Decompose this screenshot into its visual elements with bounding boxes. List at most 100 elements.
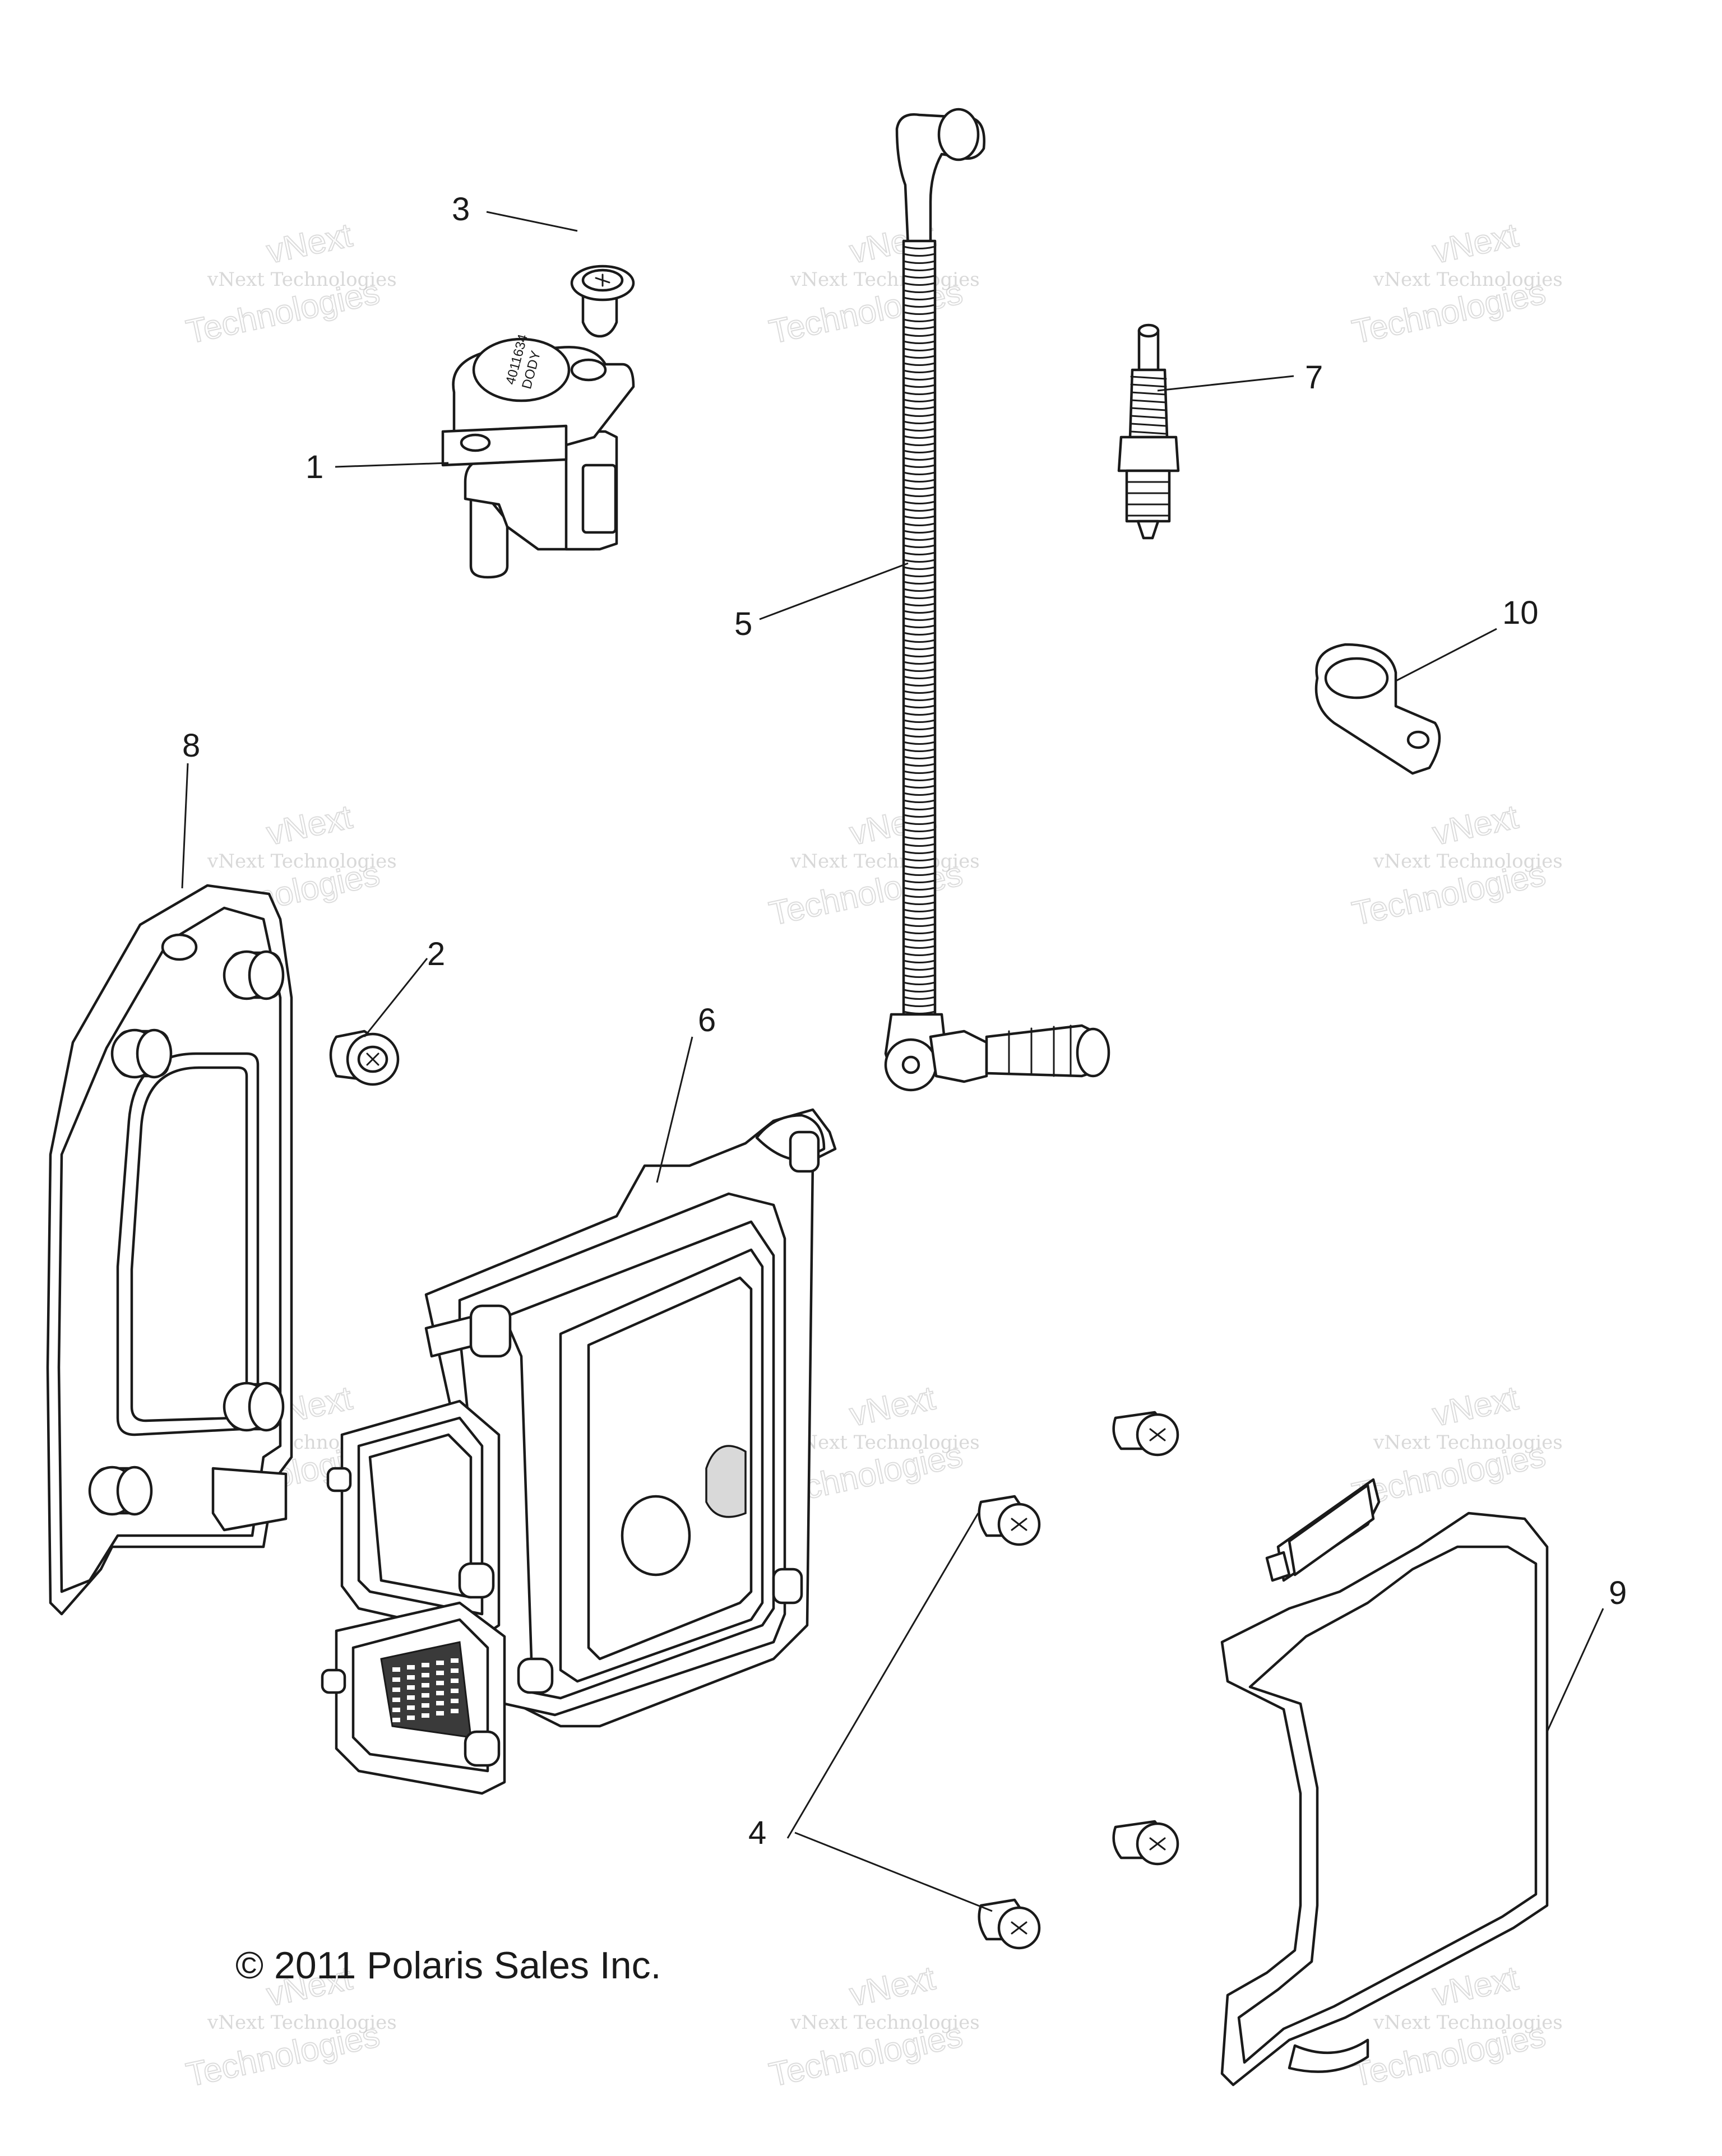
connector-pins <box>392 1658 459 1722</box>
wire-rib <box>902 857 936 861</box>
wire-rib <box>902 420 936 424</box>
connector-pin <box>436 1711 444 1715</box>
wire-rib <box>902 428 936 432</box>
connector-pin <box>436 1691 444 1695</box>
connector-pin <box>392 1687 400 1692</box>
connector-pin <box>422 1713 429 1718</box>
callout-7: 7 <box>1305 359 1323 396</box>
wire-rib <box>902 814 936 818</box>
wire-rib <box>902 398 936 402</box>
svg-text:vNext Technologies: vNext Technologies <box>1373 2011 1563 2034</box>
connector-pin <box>451 1709 459 1713</box>
wire-rib <box>902 479 936 483</box>
wire-rib <box>902 377 936 381</box>
watermark: vNext vNext Technologies Technologies <box>1348 797 1563 933</box>
wire-rib <box>902 559 936 563</box>
wire-rib <box>902 471 936 475</box>
wire-rib <box>902 1003 936 1007</box>
connector-pin <box>407 1665 415 1670</box>
plug-thread <box>1130 391 1167 396</box>
wire-rib <box>902 486 936 490</box>
wire-rib <box>902 712 936 716</box>
callout-5: 5 <box>734 606 752 642</box>
wire-rib <box>902 719 936 723</box>
wire-ribs <box>902 245 936 1022</box>
wire-rib <box>902 683 936 687</box>
wire-rib <box>902 639 936 643</box>
wire-rib <box>902 741 936 745</box>
wire-rib <box>902 632 936 636</box>
wire-rib <box>902 267 936 271</box>
wire-rib <box>902 551 936 555</box>
wire-rib <box>902 435 936 439</box>
wire-rib <box>902 318 936 322</box>
wire-rib <box>902 493 936 497</box>
callout-8: 8 <box>182 727 200 764</box>
wire-rib <box>902 887 936 891</box>
callout-10: 10 <box>1502 595 1539 631</box>
wire-rib <box>902 675 936 679</box>
watermark: vNext vNext Technologies Technologies <box>1348 1378 1562 1514</box>
wire-rib <box>902 945 936 949</box>
wire-rib <box>902 938 936 942</box>
connector-pin <box>436 1681 444 1685</box>
leader-5 <box>759 562 909 620</box>
wire-rib <box>902 304 936 308</box>
connector-pin <box>436 1671 444 1675</box>
connector-pin <box>392 1718 400 1722</box>
plug-thread <box>1130 399 1167 404</box>
svg-text:vNext: vNext <box>1429 1379 1521 1433</box>
plug-thread <box>1130 430 1167 435</box>
wire-rib <box>902 806 936 810</box>
wire-rib <box>902 661 936 665</box>
part-9-cover <box>1220 1478 1549 2087</box>
leader-1 <box>335 462 449 468</box>
wire-rib <box>902 340 936 344</box>
part-3-screw <box>570 265 635 338</box>
svg-text:vNext Technologies: vNext Technologies <box>207 850 397 873</box>
wire-rib <box>902 347 936 351</box>
wire-rib <box>902 384 936 388</box>
callouts: 1 2 3 4 5 6 7 8 9 10 <box>182 191 1627 1851</box>
watermark: vNext vNext Technologies Technologies <box>1348 215 1562 351</box>
connector-pin <box>407 1705 415 1710</box>
wire-rib <box>902 333 936 337</box>
connector-pin <box>407 1715 415 1720</box>
wire-rib <box>902 792 936 796</box>
part-2-screw <box>329 1030 400 1086</box>
connector-pin <box>422 1703 429 1708</box>
connector-pin <box>436 1701 444 1705</box>
part-6-ecu <box>321 1108 837 1795</box>
part-1-ignition-coil: 4011634 DODY <box>441 333 635 579</box>
svg-text:vNext Technologies: vNext Technologies <box>790 268 980 291</box>
wire-rib <box>902 901 936 905</box>
wire-rib <box>902 595 936 599</box>
wire-rib <box>902 617 936 621</box>
wire-rib <box>902 930 936 934</box>
wire-rib <box>902 821 936 825</box>
connector-pin <box>422 1673 429 1677</box>
wire-rib <box>902 522 936 526</box>
wire-rib <box>902 581 936 585</box>
leader-4a <box>786 1513 979 1839</box>
bracket-boss <box>88 1466 153 1516</box>
connector-pin <box>407 1675 415 1680</box>
wire-rib <box>902 457 936 461</box>
part-4-screw <box>1112 1411 1179 1457</box>
svg-text:vNext Technologies: vNext Technologies <box>1373 850 1563 873</box>
wire-rib <box>902 668 936 672</box>
wire-rib <box>902 624 936 628</box>
plug-threads <box>1130 375 1167 435</box>
wire-rib <box>902 515 936 519</box>
wire-rib <box>902 697 936 701</box>
wire-rib <box>902 981 936 985</box>
wire-rib <box>902 836 936 840</box>
wire-rib <box>902 974 936 978</box>
leader-lines <box>181 211 1604 1912</box>
wire-rib <box>902 275 936 279</box>
wire-rib <box>902 996 936 1000</box>
wire-rib <box>902 785 936 789</box>
wire-rib <box>902 508 936 512</box>
wire-rib <box>902 799 936 803</box>
callout-6: 6 <box>698 1002 716 1038</box>
